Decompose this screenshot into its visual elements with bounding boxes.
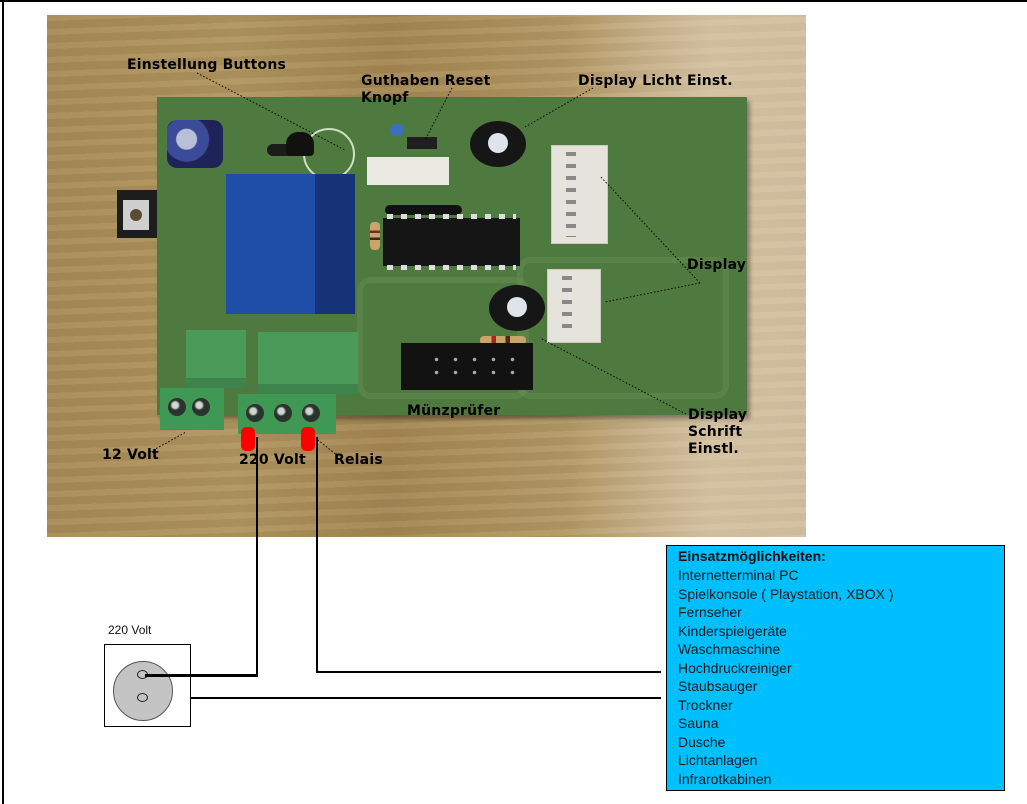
button-connector bbox=[367, 157, 449, 185]
leader-display-2 bbox=[604, 282, 701, 303]
pcb-trace bbox=[357, 277, 529, 399]
list-item: Hochdruckreiniger bbox=[678, 659, 792, 676]
list-item: Dusche bbox=[678, 733, 726, 750]
label-220v: 220 Volt bbox=[239, 452, 306, 468]
list-item: Staubsauger bbox=[678, 678, 758, 694]
label-credit-reset-1: Guthaben Reset bbox=[361, 73, 491, 89]
leader-settings-buttons bbox=[196, 72, 346, 151]
frame-border-top bbox=[0, 0, 1027, 2]
wire-220v-to-pin bbox=[145, 674, 258, 677]
leader-display-1 bbox=[599, 175, 701, 284]
list-item: Waschmaschine bbox=[678, 641, 781, 657]
coin-validator-header bbox=[401, 343, 533, 390]
socket-pin-icon bbox=[137, 693, 148, 702]
wire-relay-horizontal bbox=[316, 671, 661, 673]
screw-icon bbox=[192, 398, 210, 416]
list-item: Fernseher bbox=[678, 604, 742, 620]
label-12v: 12 Volt bbox=[102, 447, 159, 463]
display-connector-2 bbox=[547, 269, 601, 343]
electrolytic-capacitor bbox=[167, 120, 223, 168]
applications-box: Einsatzmöglichkeiten: Internetterminal P… bbox=[666, 545, 1005, 791]
transistor bbox=[286, 132, 314, 156]
terminal-12v-plug bbox=[186, 330, 246, 388]
screw-icon bbox=[246, 404, 264, 422]
label-relay: Relais bbox=[334, 452, 383, 468]
label-display-font-3: Einstl. bbox=[688, 441, 739, 457]
terminal-220v-plug bbox=[258, 332, 358, 394]
leader-display-font bbox=[539, 337, 687, 415]
screw-icon bbox=[302, 404, 320, 422]
marker-relay bbox=[301, 427, 315, 451]
leader-credit-reset bbox=[424, 87, 453, 141]
list-item: Lichtanlagen bbox=[678, 752, 758, 768]
label-settings-buttons: Einstellung Buttons bbox=[127, 57, 287, 73]
socket-caption: 220 Volt bbox=[108, 623, 152, 637]
resistor bbox=[370, 222, 380, 250]
list-item: Sauna bbox=[678, 715, 719, 731]
list-item: Spielkonsole ( Playstation, XBOX ) bbox=[678, 585, 894, 602]
microcontroller-chip bbox=[383, 214, 520, 270]
voltage-regulator bbox=[117, 190, 157, 238]
marker-220v bbox=[241, 427, 255, 451]
list-item: Internetterminal PC bbox=[678, 567, 799, 583]
label-coin-validator: Münzprüfer bbox=[407, 403, 501, 419]
reset-jumper bbox=[407, 137, 437, 149]
applications-list: Internetterminal PC Spielkonsole ( Plays… bbox=[678, 566, 894, 788]
list-item: Infrarotkabinen bbox=[678, 770, 772, 787]
terminal-220v bbox=[238, 394, 336, 434]
wire-relay-vertical bbox=[316, 437, 318, 673]
screw-icon bbox=[274, 404, 292, 422]
label-display-light: Display Licht Einst. bbox=[578, 73, 733, 89]
relay-component bbox=[226, 174, 355, 314]
wire-220v-vertical bbox=[256, 437, 258, 676]
leader-relay bbox=[317, 439, 339, 457]
terminal-12v bbox=[160, 388, 224, 430]
frame-border-left bbox=[2, 0, 4, 804]
wire-neutral bbox=[143, 697, 661, 699]
wire-bridge bbox=[385, 205, 462, 215]
ceramic-capacitor bbox=[390, 124, 404, 136]
label-credit-reset-2: Knopf bbox=[361, 90, 409, 106]
display-connector-1 bbox=[551, 145, 608, 244]
resistor bbox=[480, 336, 526, 345]
applications-title: Einsatzmöglichkeiten: bbox=[678, 548, 826, 564]
label-display-font-2: Schrift bbox=[688, 424, 743, 440]
label-display-font-1: Display bbox=[688, 407, 748, 423]
leader-display-light bbox=[524, 87, 594, 128]
label-display: Display bbox=[687, 257, 747, 273]
display-font-potentiometer bbox=[489, 285, 545, 331]
screw-icon bbox=[168, 398, 186, 416]
list-item: Kinderspielgeräte bbox=[678, 622, 787, 639]
display-light-potentiometer bbox=[470, 121, 526, 167]
list-item: Trockner bbox=[678, 696, 733, 713]
